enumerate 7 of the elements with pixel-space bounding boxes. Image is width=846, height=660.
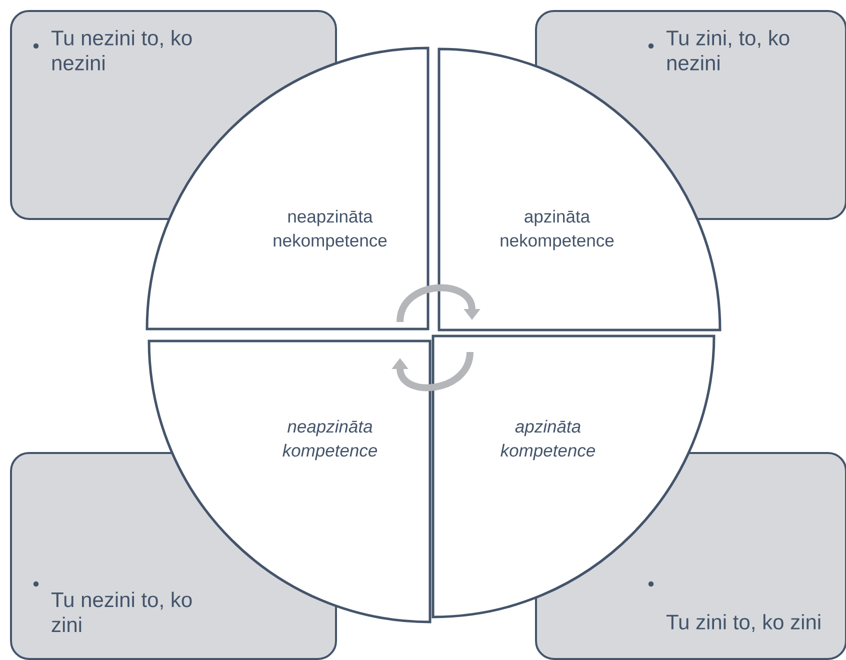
quadrant-segment: neapzināta nekompetence [146, 46, 430, 330]
cycle-arrow [396, 284, 480, 322]
bullet-mark [648, 43, 654, 49]
cycle-arrow [392, 351, 474, 392]
bullet-mark [33, 581, 39, 587]
bullet-mark [648, 581, 654, 587]
bullet-mark [33, 43, 39, 49]
